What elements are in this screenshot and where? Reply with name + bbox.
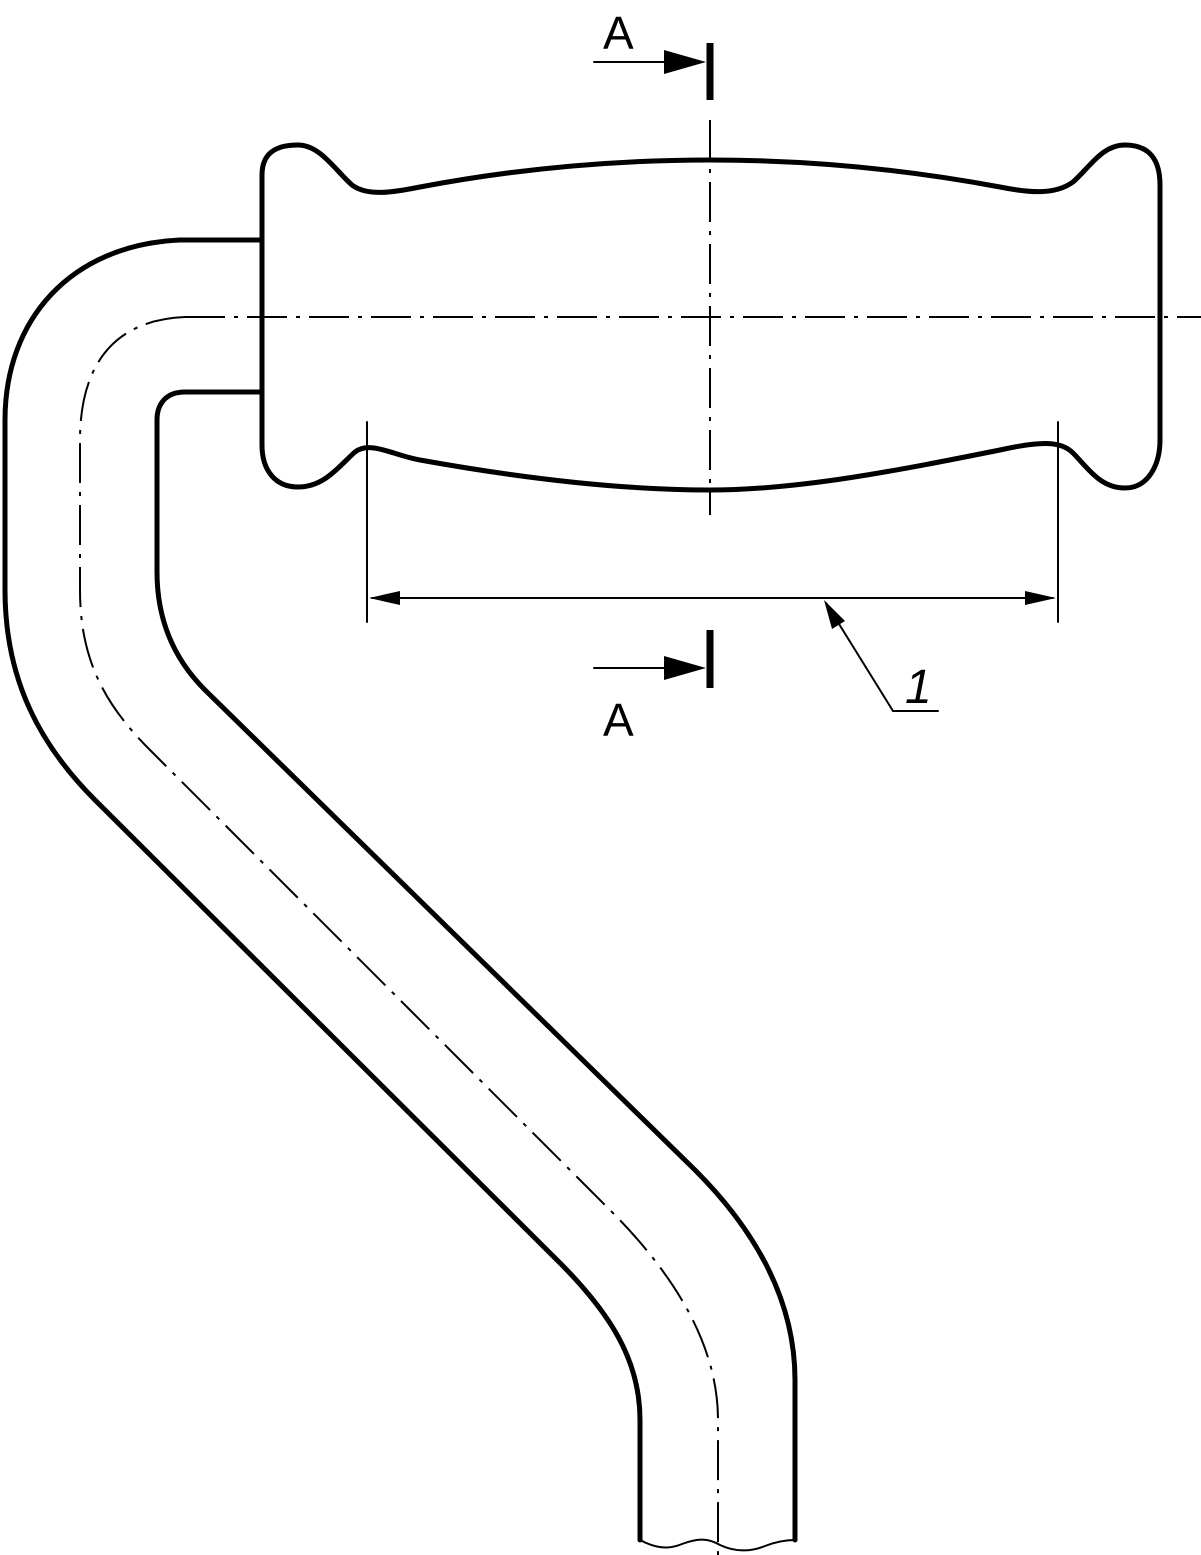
- dimension-arrow-right: [1025, 591, 1056, 605]
- break-line: [639, 1538, 796, 1552]
- dimension-arrow-left: [369, 591, 400, 605]
- section-label-top: A: [603, 7, 634, 59]
- callout-arrowhead: [824, 600, 845, 629]
- section-arrow-top-head: [664, 50, 706, 74]
- section-arrow-bottom-head: [664, 656, 706, 680]
- callout-label: 1: [905, 661, 932, 714]
- handle-grip-outline: [259, 142, 1163, 493]
- crank-arm-outer-contour: [2, 237, 643, 1543]
- section-label-bottom: A: [603, 694, 634, 746]
- crank-arm-inner-contour: [154, 389, 798, 1543]
- crank-arm-centerline: [79, 316, 719, 1555]
